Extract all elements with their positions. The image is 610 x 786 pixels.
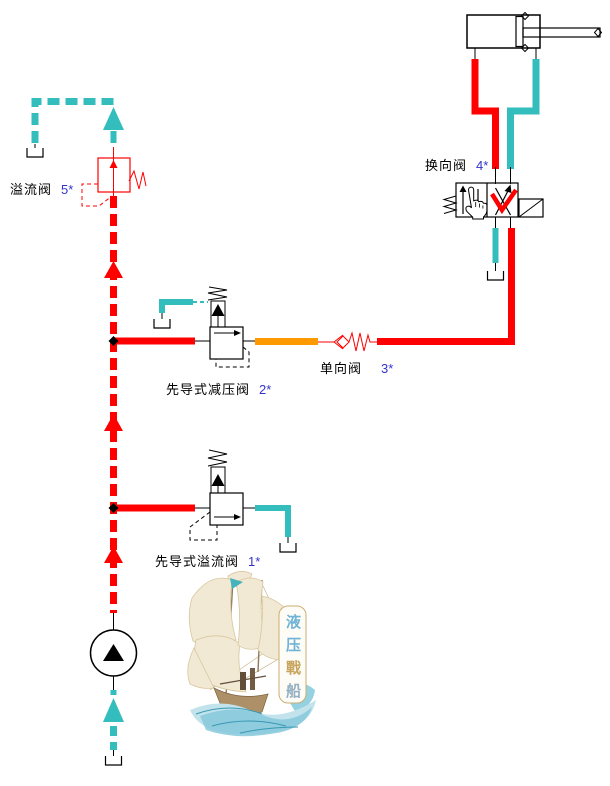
- pilot-poppet-icon: [211, 304, 225, 316]
- flow-arrow-up-icon: [104, 546, 123, 563]
- suction-line: [103, 690, 124, 766]
- label-number: 2*: [259, 382, 272, 397]
- label-directional-valve: 换向阀 4*: [425, 155, 488, 174]
- flow-arrow-icon: [234, 514, 241, 520]
- flow-arrow-icon: [234, 330, 241, 336]
- flow-highlight-check-icon: [490, 188, 518, 215]
- label-text: 先导式溢流阀: [155, 554, 240, 569]
- port-marker-icon: [520, 43, 530, 53]
- tank-symbol: [486, 271, 505, 281]
- cartouche-char: 液: [285, 613, 301, 631]
- junction-node-icon: [108, 503, 119, 513]
- ship-pennant: [230, 578, 243, 589]
- pilot-drain-line: [159, 299, 193, 313]
- label-number: 5*: [61, 182, 74, 197]
- arrow-up-icon: [504, 184, 512, 193]
- label-check-valve: 单向阀 3*: [320, 358, 393, 377]
- cartouche-char: 压: [285, 636, 301, 654]
- junction-node-icon: [108, 336, 119, 346]
- spring-icon: [442, 195, 458, 214]
- spring-icon: [128, 169, 147, 190]
- check-valve-seat: [333, 334, 344, 350]
- label-relief-valve: 溢流阀 5*: [10, 179, 73, 198]
- pilot-reducing-valve[interactable]: [153, 286, 255, 368]
- flow-arrow-up-icon: [103, 107, 124, 130]
- pump[interactable]: [89, 613, 138, 690]
- pilot-poppet-icon: [211, 474, 225, 486]
- rod-end-marker-icon: [593, 27, 603, 38]
- pilot-sense-line: [81, 183, 113, 207]
- cap-side-pressure-hose: [471, 59, 499, 169]
- main-pressure-line: [104, 196, 195, 613]
- tank-symbol: [279, 543, 297, 553]
- relief-valve-5[interactable]: [81, 147, 147, 207]
- port-marker-icon: [520, 11, 530, 21]
- cartouche-char: 戰: [285, 659, 301, 677]
- ship-waves: [190, 682, 316, 737]
- check-valve[interactable]: [318, 331, 377, 352]
- label-text: 单向阀: [320, 361, 363, 376]
- label-number: 3*: [381, 361, 394, 376]
- watermark-cartouche-text: 液 压 戰 船: [282, 611, 305, 703]
- label-text: 溢流阀: [10, 182, 53, 197]
- label-text: 换向阀: [425, 158, 468, 173]
- cartouche-frame: [278, 605, 307, 704]
- cylinder-rod: [522, 27, 601, 38]
- pilot-sense-line: [215, 346, 250, 368]
- check-valve-poppet: [336, 335, 350, 349]
- cylinder[interactable]: [466, 11, 603, 62]
- ship-watermark: [187, 571, 316, 737]
- hand-cursor-icon: [465, 186, 488, 220]
- relief-return-line: [255, 505, 291, 537]
- label-text: 先导式减压阀: [166, 382, 251, 397]
- relief-drain-line: [26, 98, 124, 158]
- solenoid: [518, 198, 544, 218]
- tank-symbol: [104, 756, 123, 766]
- spring-icon: [207, 286, 228, 301]
- tank-symbol: [26, 148, 44, 158]
- label-number: 1*: [248, 554, 261, 569]
- label-pilot-relief-valve: 先导式溢流阀 1*: [155, 551, 260, 570]
- valve-top-stubs: [495, 167, 511, 184]
- spring-icon: [207, 449, 228, 467]
- cylinder-port-stubs: [474, 48, 537, 61]
- rod-side-return-hose: [507, 59, 540, 169]
- tank-symbol: [153, 319, 171, 329]
- flow-arrow-up-icon: [104, 414, 123, 431]
- pump-flow-triangle-icon: [103, 644, 124, 661]
- pilot-relief-valve[interactable]: [189, 449, 297, 553]
- flow-arrow-up-icon: [104, 261, 123, 278]
- pilot-sense-line: [189, 511, 218, 541]
- supply-pressure-line: [377, 228, 515, 345]
- label-reducing-valve: 先导式减压阀 2*: [166, 379, 271, 398]
- directional-valve[interactable]: [442, 182, 544, 218]
- spring-icon: [348, 331, 377, 352]
- ship-sails: [187, 571, 292, 693]
- flow-arrow-icon: [109, 160, 118, 168]
- label-number: 4*: [476, 158, 489, 173]
- cartouche-char: 船: [285, 682, 301, 700]
- flow-arrow-up-icon: [103, 698, 124, 722]
- arrow-up-icon: [459, 185, 467, 192]
- valve-bottom-stubs: [495, 217, 511, 229]
